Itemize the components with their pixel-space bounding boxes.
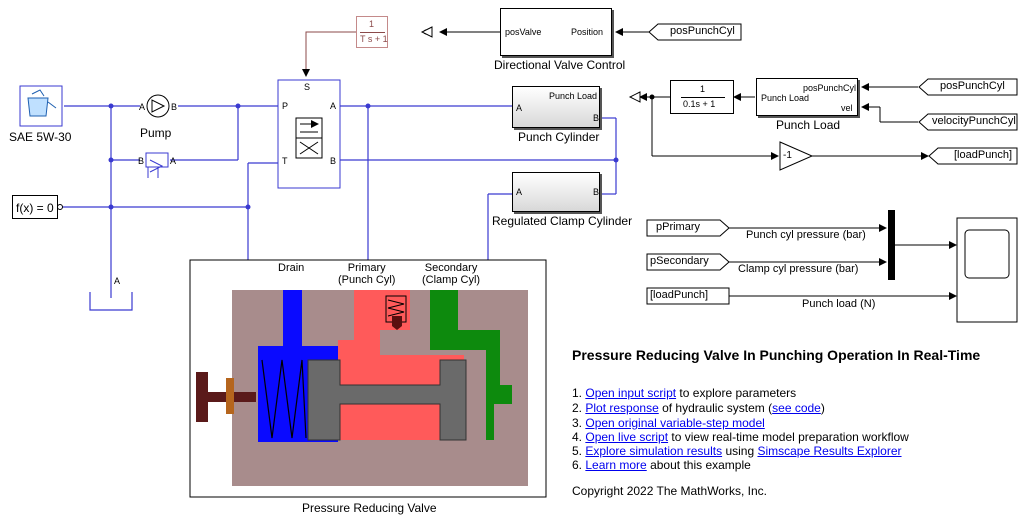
copyright: Copyright 2022 The MathWorks, Inc. [572,484,767,498]
valve-port-t: T [282,156,288,166]
doc-line-6: 6. Learn more about this example [572,458,751,472]
valve-port-b: B [330,156,337,166]
solver-config-block[interactable]: f(x) = 0 [12,195,58,219]
mux-block [888,210,895,280]
results-explorer-link[interactable]: Simscape Results Explorer [757,444,902,458]
from-load-punch[interactable]: [loadPunch] [646,287,730,305]
see-code-link[interactable]: see code [772,401,821,415]
punch-load-out: Punch Load [761,93,810,103]
prv-label: Pressure Reducing Valve [302,501,437,515]
tf1-den: T s + 1 [360,34,388,44]
doc-line-1: 1. Open input script to explore paramete… [572,386,797,400]
valve-port-a: A [330,101,337,111]
tf2-block[interactable]: 1 0.1s + 1 [670,80,734,114]
goto-load-punch[interactable]: [loadPunch] [928,147,1018,165]
explore-results-link[interactable]: Explore simulation results [585,444,723,458]
solver-port [57,204,63,210]
pump-port-b: B [171,102,178,112]
clamp-cylinder-block[interactable]: A B [512,172,600,212]
punch-load-label: Punch Load [776,118,841,132]
solver-label: f(x) = 0 [16,201,54,215]
pump-port-a: A [139,102,146,112]
clamp-cyl-port-b: B [593,187,600,197]
prv-primary-label: Primary (Punch Cyl) [338,262,396,286]
from-velocity-punch-cyl[interactable]: velocityPunchCyl [918,113,1018,131]
tf1-block[interactable]: 1 T s + 1 [356,16,388,48]
dvc-out-port: Position [571,27,604,37]
dvc-in-port: posValve [505,27,542,37]
valve-port-s: S [304,82,311,92]
doc-line-4: 4. Open live script to view real-time mo… [572,430,909,444]
punch-cyl-port-load: Punch Load [549,91,598,101]
tf2-num: 1 [700,84,706,94]
fluid-label: SAE 5W-30 [9,130,72,144]
learn-more-link[interactable]: Learn more [585,458,647,472]
open-input-script-link[interactable]: Open input script [585,386,677,400]
pump-icon [146,94,170,118]
doc-line-3: 3. Open original variable-step model [572,416,765,430]
valve-command-line [302,31,356,77]
valve-port-p: P [282,101,289,111]
punch-load-in2: vel [841,103,853,113]
connector-arrows [420,26,655,103]
punch-cylinder-block[interactable]: Punch Load A B [512,86,600,128]
junction-dots [108,103,619,210]
prv-secondary-label: Secondary (Clamp Cyl) [422,262,481,286]
open-live-script-link[interactable]: Open live script [585,430,669,444]
scope-block [956,217,1018,323]
page-title: Pressure Reducing Valve In Punching Oper… [572,347,981,363]
clamp-cylinder-label: Regulated Clamp Cylinder [492,214,633,228]
directional-valve [277,79,341,189]
tf2-den: 0.1s + 1 [683,99,716,109]
punch-load-block[interactable]: posPunchCyl Punch Load vel [756,78,858,116]
signal-lines [439,28,957,300]
signal-punch-pressure: Punch cyl pressure (bar) [746,229,866,241]
prv-drain-label: Drain [278,262,305,274]
tf1-num: 1 [369,19,375,29]
punch-cylinder-label: Punch Cylinder [518,130,600,144]
tank-port-a: A [114,276,121,286]
clamp-cyl-port-a: A [516,187,523,197]
plot-response-link[interactable]: Plot response [585,401,659,415]
punch-cyl-port-b: B [593,113,600,123]
relief-port-a: A [170,156,177,166]
punch-cyl-port-a: A [516,103,523,113]
gain-label: -1 [783,150,792,161]
from-pos-punch-cyl-2[interactable]: posPunchCyl [918,78,1018,96]
doc-line-2: 2. Plot response of hydraulic system (se… [572,401,825,415]
directional-valve-control-block[interactable]: posValve Position [500,8,612,56]
from-p-primary[interactable]: pPrimary [646,219,730,237]
gain-block [779,141,814,171]
doc-line-5: 5. Explore simulation results using Sims… [572,444,902,458]
punch-load-in1: posPunchCyl [803,83,857,93]
from-pos-punch-cyl-1[interactable]: posPunchCyl [648,23,742,41]
from-p-secondary[interactable]: pSecondary [646,253,730,271]
relief-port-b: B [138,156,145,166]
pump-label: Pump [140,126,172,140]
prv-block [189,259,547,498]
relief-valve-icon [145,152,169,178]
open-original-model-link[interactable]: Open original variable-step model [585,416,765,430]
signal-clamp-pressure: Clamp cyl pressure (bar) [738,263,859,275]
hydraulic-lines [60,105,617,311]
dvc-label: Directional Valve Control [494,58,626,72]
signal-punch-load: Punch load (N) [802,298,876,310]
fluid-icon [19,85,63,127]
